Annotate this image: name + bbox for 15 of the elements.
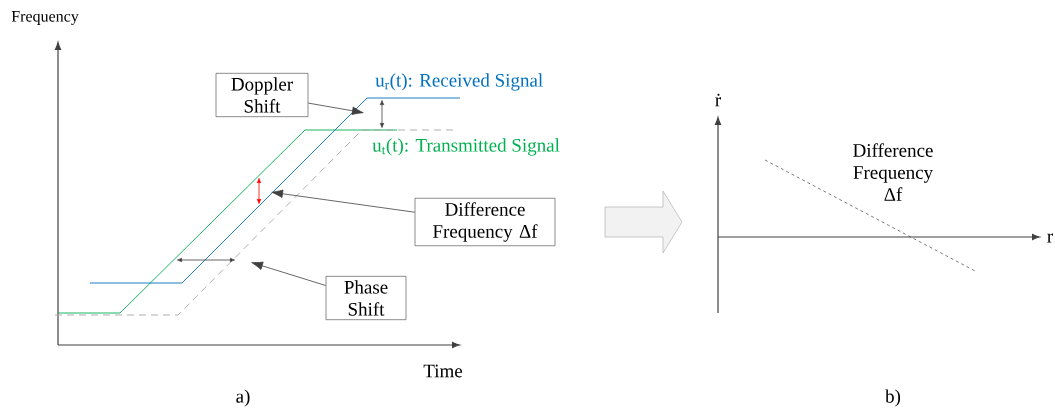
panel-label: a) xyxy=(236,389,250,407)
chart-annotation: Difference Frequency Δf xyxy=(853,143,934,201)
signal-label: u$_{r}$(t): Received Signal xyxy=(375,73,543,91)
callout-box: Phase Shift xyxy=(325,276,407,320)
leader-line xyxy=(307,102,364,115)
axis-label: ṙ xyxy=(715,93,721,107)
leader-line xyxy=(271,189,416,213)
callout-box: Doppler Shift xyxy=(215,73,309,117)
axis-label: r xyxy=(1047,233,1053,243)
panel-label: b) xyxy=(885,389,901,407)
signal-label: u$_{t}$(t): Transmitted Signal xyxy=(372,138,560,156)
axis-label: Time xyxy=(423,364,463,378)
callout-box: Difference Frequency Δf xyxy=(414,197,556,247)
axis-label: Frequency xyxy=(11,11,79,25)
leader-line xyxy=(251,261,327,286)
